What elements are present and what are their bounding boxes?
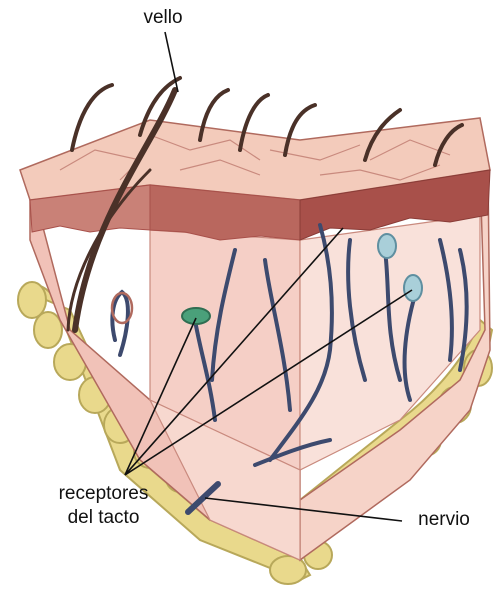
receptors-label-line-2: del tacto bbox=[36, 506, 171, 530]
nerve-label: nervio bbox=[404, 508, 484, 532]
receptors-label-line-1: receptores bbox=[36, 482, 171, 506]
receptor-upper bbox=[378, 234, 396, 258]
receptor-lower bbox=[404, 275, 422, 301]
touch-receptors-label: receptores del tacto bbox=[36, 482, 171, 530]
receptor-green bbox=[182, 308, 210, 324]
hair-label: vello bbox=[128, 6, 198, 30]
